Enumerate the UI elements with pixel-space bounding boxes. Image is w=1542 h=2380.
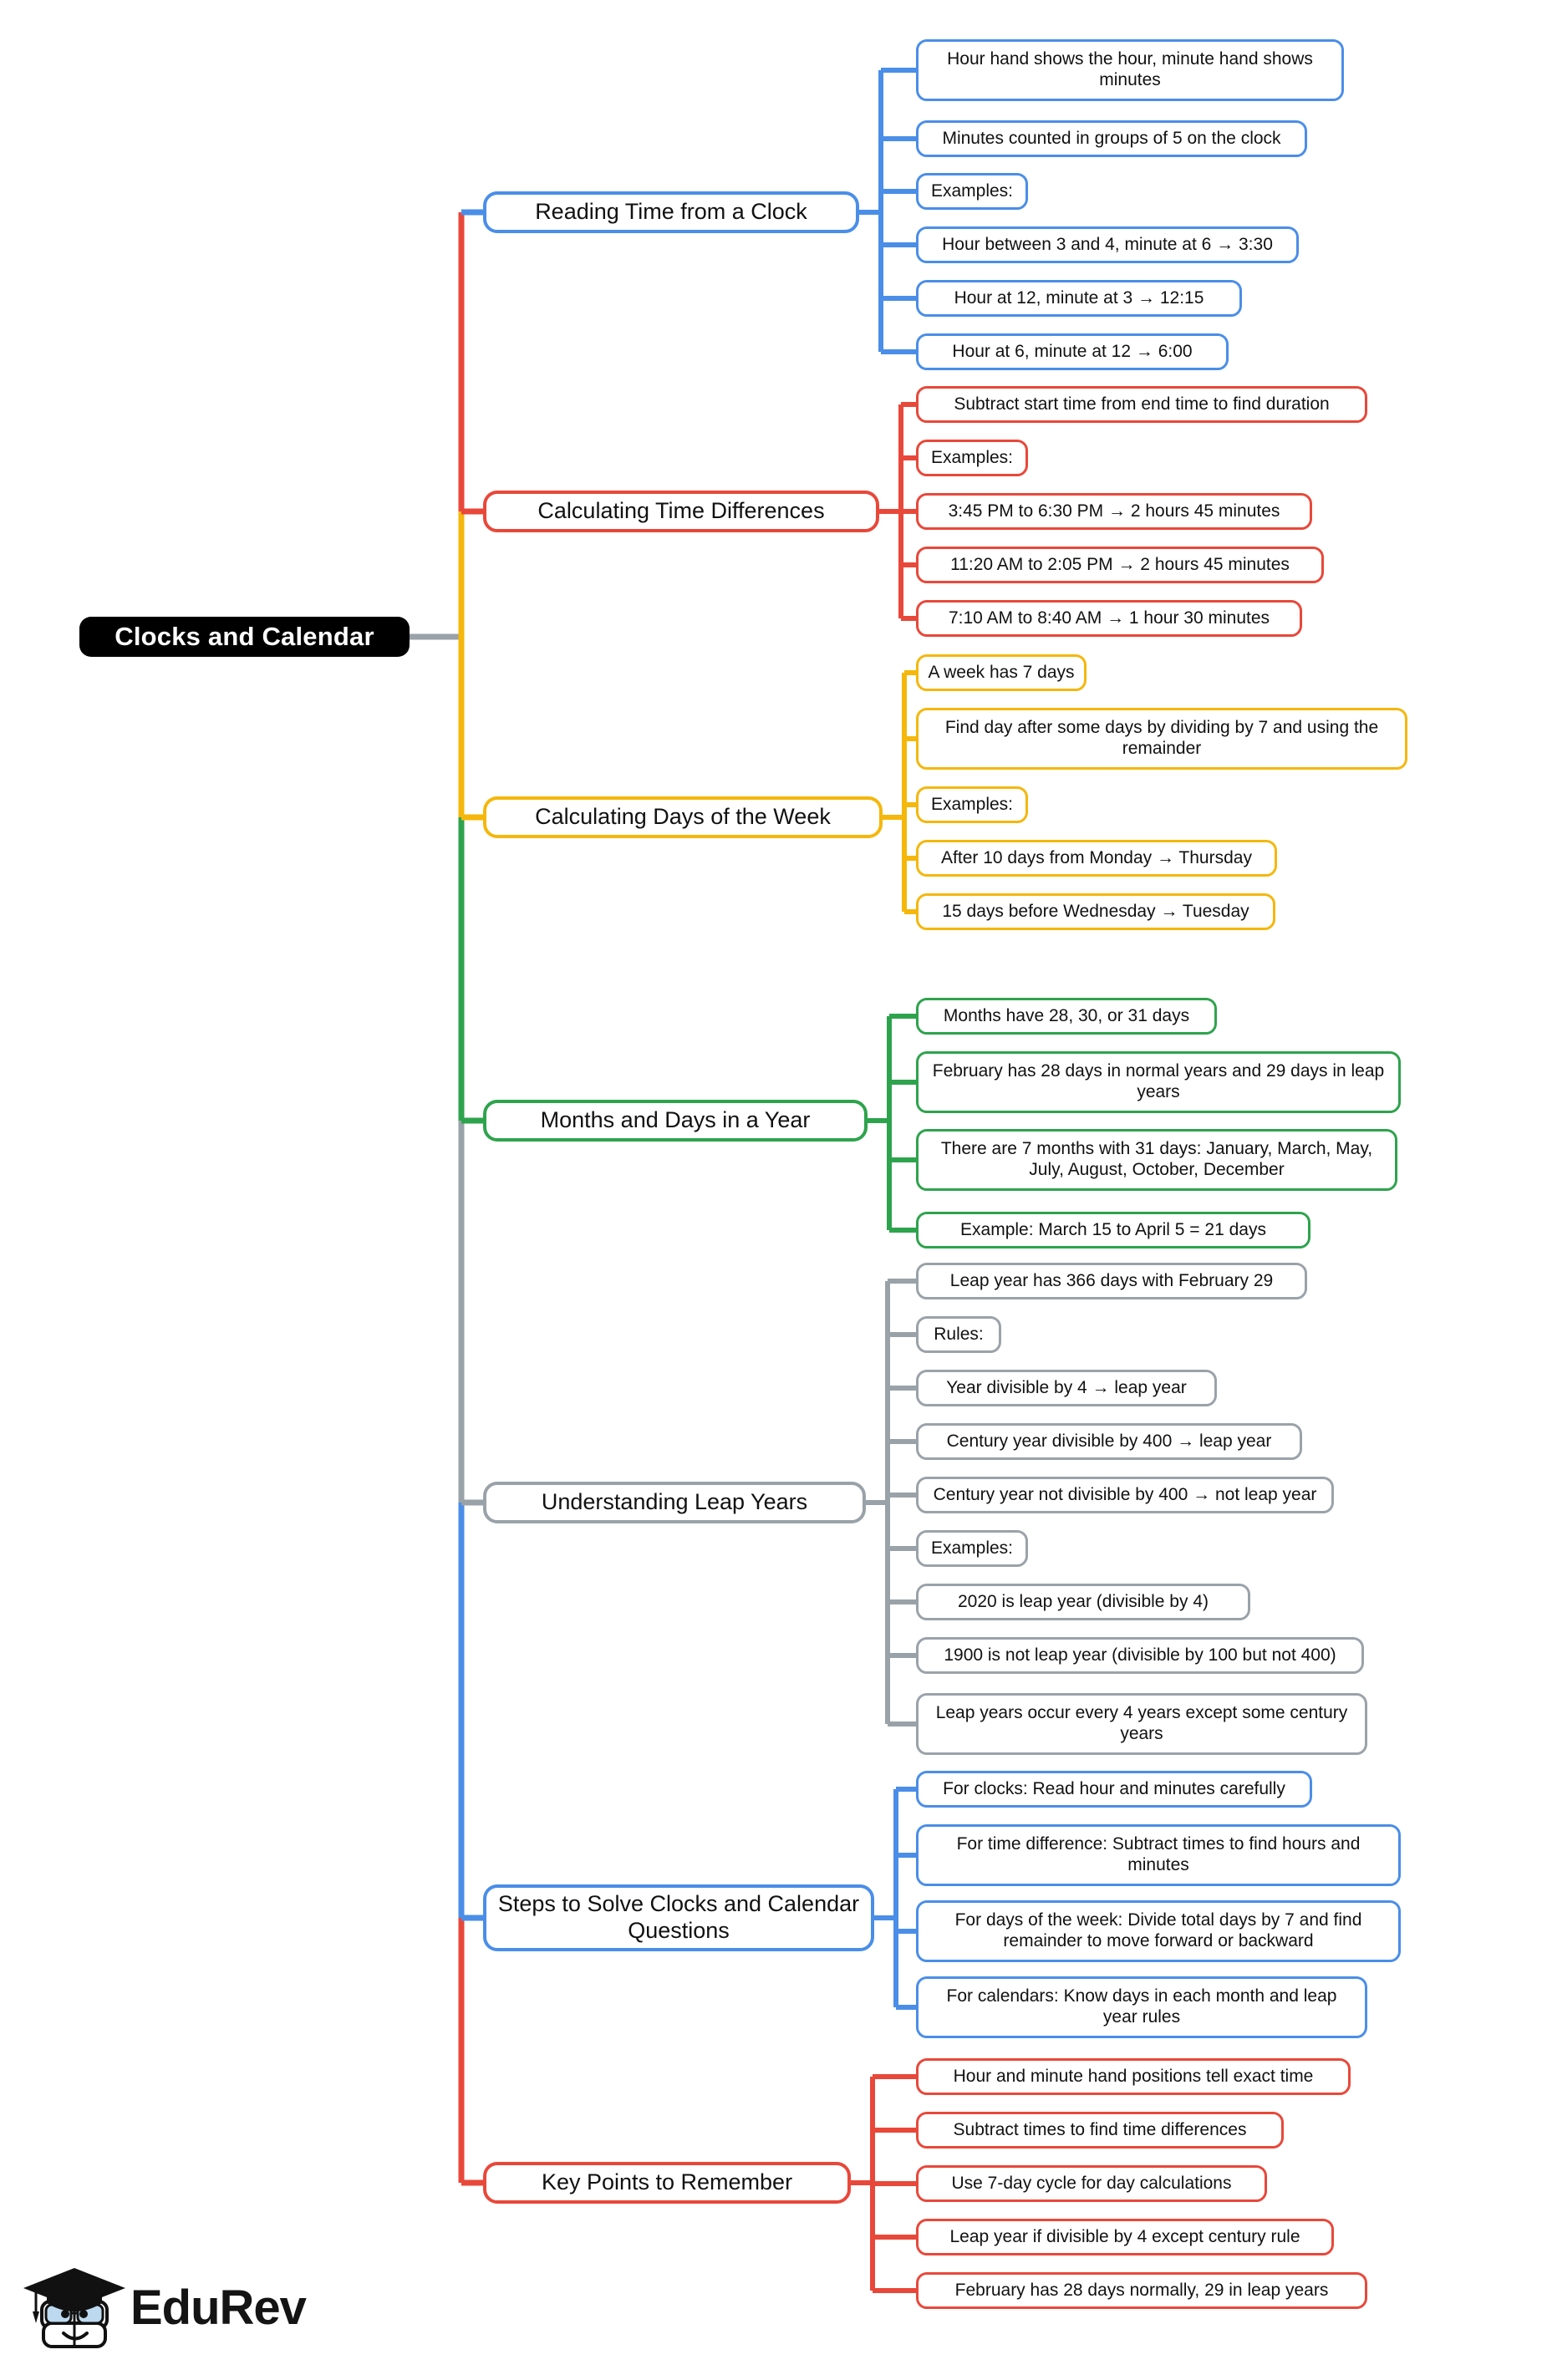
leaf-node-label: Subtract times to find time differences: [953, 2119, 1247, 2139]
edurev-logo: EduRev: [23, 2261, 308, 2362]
leaf-node[interactable]: February has 28 days normally, 29 in lea…: [916, 2272, 1367, 2309]
leaf-node[interactable]: Leap year has 366 days with February 29: [916, 1263, 1307, 1299]
leaf-node[interactable]: For calendars: Know days in each month a…: [916, 1976, 1367, 2038]
leaf-node[interactable]: Examples:: [916, 440, 1028, 476]
leaf-node[interactable]: Rules:: [916, 1316, 1001, 1353]
leaf-node-label: For days of the week: Divide total days …: [954, 1910, 1362, 1950]
leaf-node-label: A week has 7 days: [928, 662, 1075, 682]
leaf-node-label: Leap years occur every 4 years except so…: [935, 1703, 1348, 1743]
leaf-node-label: Century year not divisible by 400 → not …: [933, 1484, 1317, 1504]
branch-node-label: Calculating Days of the Week: [535, 804, 831, 830]
leaf-node[interactable]: Hour at 6, minute at 12 → 6:00: [916, 333, 1229, 370]
leaf-node[interactable]: Subtract start time from end time to fin…: [916, 386, 1367, 423]
leaf-node-label: Example: March 15 to April 5 = 21 days: [960, 1219, 1266, 1239]
leaf-node[interactable]: Year divisible by 4 → leap year: [916, 1370, 1217, 1406]
leaf-node[interactable]: Examples:: [916, 786, 1028, 823]
branch-node[interactable]: Key Points to Remember: [483, 2162, 851, 2204]
leaf-node-label: Leap year if divisible by 4 except centu…: [949, 2226, 1300, 2246]
branch-node[interactable]: Calculating Time Differences: [483, 491, 879, 532]
leaf-node-label: Hour at 6, minute at 12 → 6:00: [952, 341, 1193, 361]
leaf-node-label: Hour between 3 and 4, minute at 6 → 3:30: [942, 234, 1273, 254]
branch-node[interactable]: Calculating Days of the Week: [483, 796, 883, 838]
leaf-node-label: Use 7-day cycle for day calculations: [951, 2173, 1232, 2193]
leaf-node-label: Examples:: [930, 181, 1014, 201]
leaf-node[interactable]: For clocks: Read hour and minutes carefu…: [916, 1771, 1312, 1808]
branch-node-label: Reading Time from a Clock: [535, 199, 807, 225]
leaf-node-label: Century year divisible by 400 → leap yea…: [946, 1431, 1272, 1451]
branch-node-label: Key Points to Remember: [541, 2169, 793, 2195]
branch-node-label: Understanding Leap Years: [541, 1489, 808, 1515]
leaf-node-label: For clocks: Read hour and minutes carefu…: [943, 1778, 1285, 1798]
leaf-node[interactable]: Hour at 12, minute at 3 → 12:15: [916, 280, 1242, 317]
branch-node-label: Months and Days in a Year: [540, 1107, 811, 1133]
leaf-node-label: There are 7 months with 31 days: January…: [940, 1139, 1373, 1179]
root-node[interactable]: Clocks and Calendar: [79, 617, 410, 657]
leaf-node-label: Year divisible by 4 → leap year: [946, 1377, 1187, 1397]
leaf-node[interactable]: Century year divisible by 400 → leap yea…: [916, 1423, 1302, 1460]
leaf-node-label: For time difference: Subtract times to f…: [956, 1834, 1361, 1874]
leaf-node[interactable]: After 10 days from Monday → Thursday: [916, 840, 1277, 877]
leaf-node-label: Examples:: [930, 794, 1014, 814]
leaf-node[interactable]: Hour between 3 and 4, minute at 6 → 3:30: [916, 226, 1299, 263]
leaf-node-label: 3:45 PM to 6:30 PM → 2 hours 45 minutes: [948, 501, 1280, 521]
edurev-wordmark: EduRev: [130, 2281, 307, 2335]
leaf-node[interactable]: For time difference: Subtract times to f…: [916, 1824, 1401, 1886]
leaf-node-label: After 10 days from Monday → Thursday: [941, 847, 1252, 867]
leaf-node[interactable]: Use 7-day cycle for day calculations: [916, 2165, 1267, 2202]
leaf-node-label: Leap year has 366 days with February 29: [949, 1270, 1274, 1290]
leaf-node-label: Hour at 12, minute at 3 → 12:15: [954, 287, 1204, 308]
leaf-node[interactable]: A week has 7 days: [916, 654, 1087, 691]
leaf-node[interactable]: For days of the week: Divide total days …: [916, 1900, 1401, 1962]
leaf-node-label: 11:20 AM to 2:05 PM → 2 hours 45 minutes: [950, 554, 1290, 574]
leaf-node-label: Examples:: [930, 447, 1014, 467]
leaf-node-label: February has 28 days in normal years and…: [932, 1061, 1385, 1101]
leaf-node[interactable]: Subtract times to find time differences: [916, 2112, 1284, 2149]
leaf-node[interactable]: 1900 is not leap year (divisible by 100 …: [916, 1637, 1364, 1674]
leaf-node[interactable]: February has 28 days in normal years and…: [916, 1051, 1401, 1113]
leaf-node-label: Subtract start time from end time to fin…: [954, 394, 1330, 414]
branch-node[interactable]: Understanding Leap Years: [483, 1482, 866, 1523]
leaf-node[interactable]: 2020 is leap year (divisible by 4): [916, 1584, 1250, 1620]
leaf-node-label: 2020 is leap year (divisible by 4): [958, 1591, 1209, 1611]
branch-node-label: Steps to Solve Clocks and Calendar Quest…: [497, 1891, 860, 1943]
branch-node[interactable]: Months and Days in a Year: [483, 1100, 868, 1142]
leaf-node-label: Minutes counted in groups of 5 on the cl…: [942, 128, 1281, 148]
leaf-node[interactable]: Century year not divisible by 400 → not …: [916, 1477, 1334, 1513]
branch-node[interactable]: Reading Time from a Clock: [483, 191, 859, 233]
leaf-node-label: 1900 is not leap year (divisible by 100 …: [944, 1645, 1336, 1665]
leaf-node-label: Months have 28, 30, or 31 days: [943, 1005, 1190, 1025]
leaf-node-label: For calendars: Know days in each month a…: [946, 1986, 1337, 2027]
leaf-node[interactable]: 7:10 AM to 8:40 AM → 1 hour 30 minutes: [916, 600, 1302, 637]
leaf-node[interactable]: 11:20 AM to 2:05 PM → 2 hours 45 minutes: [916, 547, 1324, 583]
leaf-node[interactable]: 3:45 PM to 6:30 PM → 2 hours 45 minutes: [916, 493, 1312, 530]
leaf-node[interactable]: Hour and minute hand positions tell exac…: [916, 2058, 1351, 2095]
leaf-node[interactable]: There are 7 months with 31 days: January…: [916, 1129, 1397, 1191]
leaf-node[interactable]: Examples:: [916, 1530, 1028, 1567]
leaf-node-label: Hour hand shows the hour, minute hand sh…: [947, 49, 1313, 89]
leaf-node[interactable]: Examples:: [916, 173, 1028, 210]
leaf-node[interactable]: Find day after some days by dividing by …: [916, 708, 1407, 770]
leaf-node-label: Rules:: [934, 1324, 984, 1344]
leaf-node-label: 15 days before Wednesday → Tuesday: [942, 901, 1249, 921]
leaf-node[interactable]: Months have 28, 30, or 31 days: [916, 998, 1217, 1035]
leaf-node[interactable]: Leap years occur every 4 years except so…: [916, 1693, 1367, 1755]
leaf-node[interactable]: Example: March 15 to April 5 = 21 days: [916, 1212, 1310, 1248]
leaf-node-label: Examples:: [930, 1538, 1014, 1558]
leaf-node-label: Find day after some days by dividing by …: [944, 718, 1379, 758]
leaf-node[interactable]: Leap year if divisible by 4 except centu…: [916, 2219, 1334, 2255]
leaf-node-label: Hour and minute hand positions tell exac…: [953, 2066, 1314, 2086]
leaf-node[interactable]: Minutes counted in groups of 5 on the cl…: [916, 120, 1307, 157]
branch-node[interactable]: Steps to Solve Clocks and Calendar Quest…: [483, 1884, 874, 1951]
edurev-mascot-icon: [23, 2268, 125, 2348]
leaf-node-label: February has 28 days normally, 29 in lea…: [954, 2280, 1329, 2300]
leaf-node-label: 7:10 AM to 8:40 AM → 1 hour 30 minutes: [948, 608, 1270, 628]
branch-node-label: Calculating Time Differences: [537, 498, 825, 524]
leaf-node[interactable]: Hour hand shows the hour, minute hand sh…: [916, 39, 1344, 101]
leaf-node[interactable]: 15 days before Wednesday → Tuesday: [916, 893, 1275, 930]
